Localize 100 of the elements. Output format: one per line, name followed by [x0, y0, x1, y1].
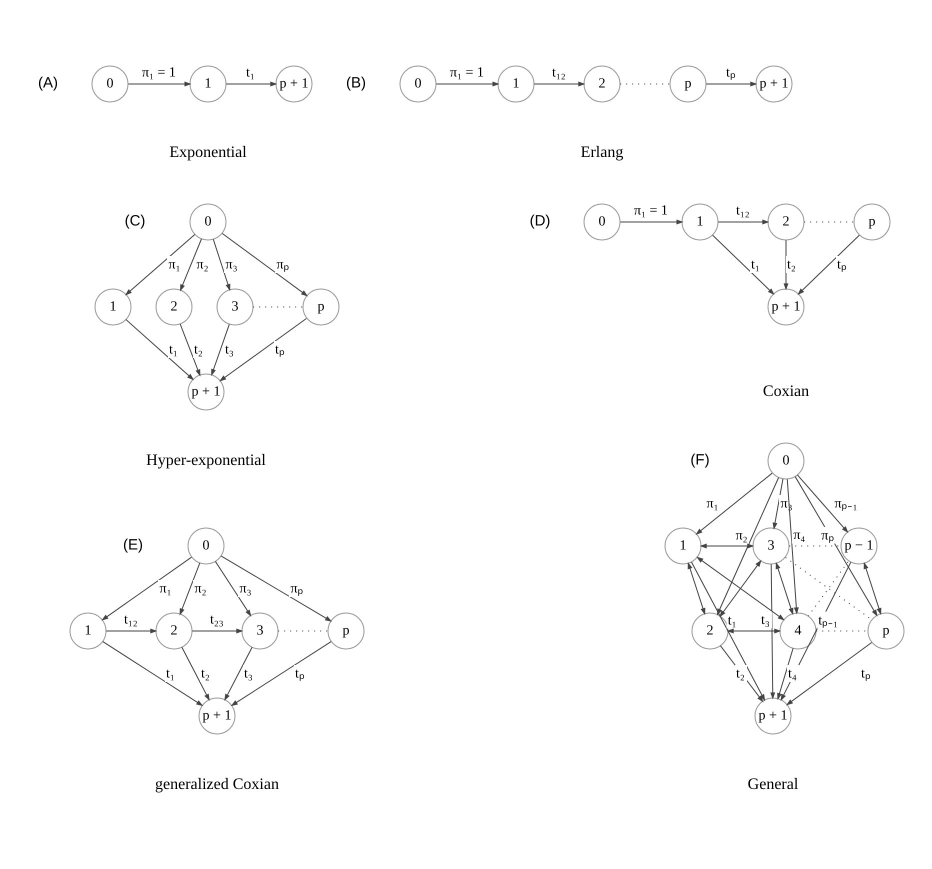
arrow [775, 562, 793, 616]
edge-label: t₁₂ [736, 204, 750, 219]
edge-label: tₚ [726, 66, 736, 81]
node-circle: 0 [399, 66, 436, 102]
label: Hyper-exponential [146, 452, 266, 469]
arrow [776, 648, 794, 700]
edge-label: t₁ [246, 66, 254, 81]
arrow [699, 544, 754, 548]
edge-label: tₚ [294, 666, 304, 682]
arrow [780, 562, 851, 702]
edge-label: t₂ [736, 666, 744, 682]
arrow [124, 319, 194, 380]
edge-label: πₚ [276, 258, 290, 273]
node-circle: 2 [767, 204, 804, 240]
node-circle: 0 [187, 528, 224, 564]
label: Erlang [580, 144, 623, 161]
edge-label: t₄ [788, 666, 796, 682]
arrow [191, 628, 243, 634]
connector [784, 557, 872, 620]
arrow [127, 82, 191, 86]
edge-label: t₂₃ [210, 612, 224, 628]
arrow [179, 562, 200, 616]
node-circle: 3 [752, 528, 789, 564]
arrow [212, 238, 230, 292]
edge-label: π₁ = 1 [450, 66, 484, 81]
node-circle: p [327, 612, 364, 650]
arrow [210, 324, 230, 376]
edge-label: t₂ [200, 666, 210, 682]
arrow [102, 641, 203, 706]
node-circle: p − 1 [840, 528, 877, 564]
edge-label: tₚ₋₁ [818, 613, 838, 628]
edge-label: t₁ [727, 613, 736, 628]
edge-label: tₚ [836, 258, 846, 273]
edge-label: πₚ [290, 582, 304, 597]
arrow [100, 556, 192, 621]
edge-label: π₂ [194, 582, 206, 597]
node-circle: 2 [691, 612, 728, 650]
label: (F) [690, 452, 710, 468]
node-circle: 1 [681, 204, 718, 240]
connector [815, 630, 868, 632]
edge-label: π₄ [792, 528, 805, 544]
arrow [794, 476, 878, 617]
edge-label: π₁ = 1 [634, 204, 668, 219]
edge-label: π₂ [735, 528, 748, 544]
edge-label: t₂ [194, 342, 202, 358]
label: General [747, 776, 798, 793]
arrow [690, 562, 765, 702]
arrow [696, 556, 784, 620]
label: (E) [122, 536, 142, 554]
arrow [221, 233, 308, 296]
node-circle: 2 [155, 612, 192, 650]
node-circle: p + 1 [275, 66, 312, 102]
edge-label: t₂ [786, 258, 796, 273]
arrow [180, 646, 210, 701]
edge-label: t₃ [244, 666, 252, 682]
node-circle: 0 [189, 204, 226, 240]
node-circle: 2 [155, 288, 192, 326]
label: (D) [529, 212, 550, 230]
node-circle: 0 [583, 204, 620, 240]
arrow [770, 564, 775, 700]
edge-label: t₁₂ [552, 66, 566, 81]
node-circle: p + 1 [198, 698, 235, 734]
node-circle: 1 [189, 66, 226, 102]
node-circle: 1 [69, 612, 106, 650]
node-circle: p [853, 204, 890, 240]
edge-label: π₃ [239, 582, 251, 597]
arrow [786, 478, 798, 614]
edge-label: π₃ [225, 258, 237, 273]
edge-label: t₁ [750, 258, 760, 273]
arrow [718, 560, 762, 618]
arrow [783, 240, 788, 290]
edge-label: tₚ [274, 342, 284, 358]
edge-label: πₚ₋₁ [834, 496, 857, 512]
connector [252, 306, 303, 308]
edge-label: t₃ [224, 342, 234, 358]
edge-label: π₂ [196, 258, 208, 273]
node-circle: 3 [241, 612, 278, 650]
node-circle: p + 1 [754, 698, 791, 734]
arrow [726, 628, 781, 634]
arrow [533, 82, 585, 86]
edge-label: t₃ [760, 613, 770, 628]
node-circle: 0 [767, 442, 804, 480]
arrow [695, 472, 772, 535]
arrow [124, 234, 195, 296]
arrow [214, 560, 251, 617]
arrow [863, 562, 881, 616]
label: (B) [346, 74, 366, 92]
edge-label: tₚ [860, 666, 870, 682]
arrow [220, 556, 332, 622]
edge-label: t₁ [168, 342, 178, 358]
node-circle: p + 1 [755, 66, 792, 102]
node-circle: p [867, 612, 904, 650]
connector [807, 560, 849, 617]
arrow [772, 478, 783, 530]
edge-label: π₁ [168, 258, 180, 273]
arrow [796, 234, 860, 296]
edge-label: π₁ = 1 [142, 66, 176, 81]
arrow [705, 82, 757, 86]
label: (A) [38, 74, 58, 92]
node-circle: 4 [779, 612, 816, 650]
